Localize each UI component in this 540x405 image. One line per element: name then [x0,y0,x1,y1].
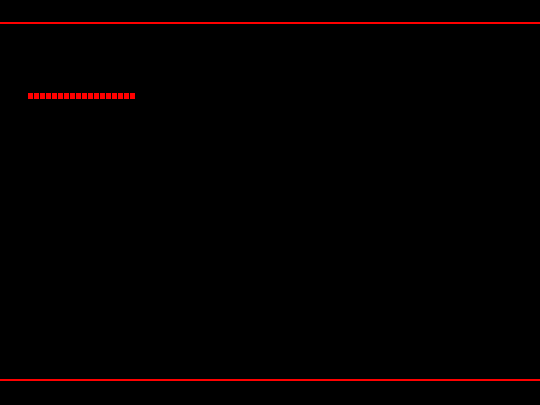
snake-segment [88,93,93,99]
snake-segment [82,93,87,99]
snake-segment [94,93,99,99]
snake-segment [46,93,51,99]
snake-segment [52,93,57,99]
snake [28,93,135,99]
snake-head [130,93,135,99]
snake-segment [70,93,75,99]
snake-segment [100,93,105,99]
snake-segment [76,93,81,99]
snake-segment [124,93,129,99]
snake-segment [58,93,63,99]
top-boundary-line [0,22,540,24]
snake-segment [64,93,69,99]
bottom-boundary-line [0,379,540,381]
snake-segment [40,93,45,99]
snake-segment [34,93,39,99]
snake-segment [106,93,111,99]
snake-segment [28,93,33,99]
snake-segment [112,93,117,99]
snake-segment [118,93,123,99]
